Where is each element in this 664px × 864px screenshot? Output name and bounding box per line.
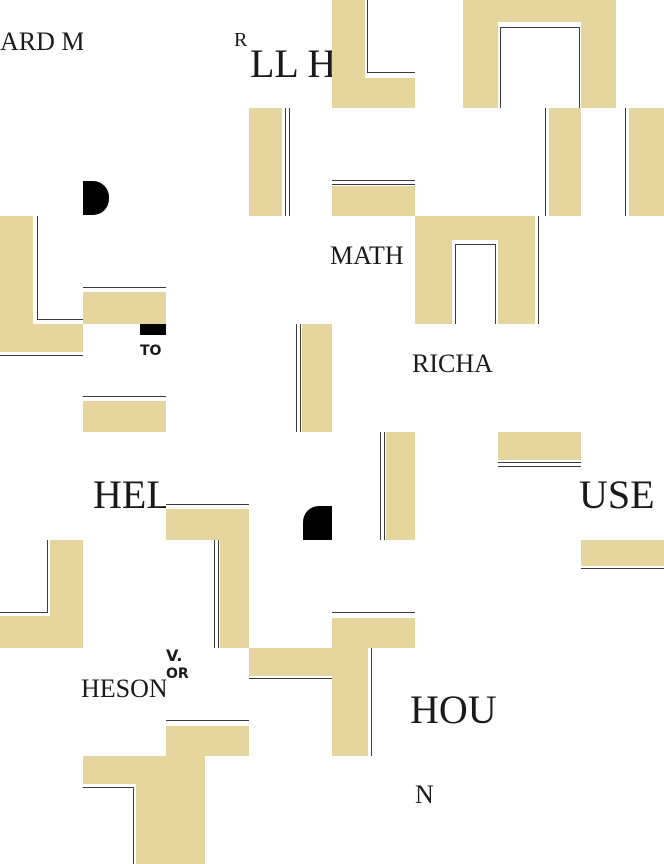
logo-fragment-icon — [303, 506, 332, 540]
border-fragment — [83, 401, 166, 432]
border-line — [83, 787, 133, 788]
border-line — [166, 504, 249, 505]
border-fragment — [549, 108, 581, 216]
border-line — [495, 244, 496, 324]
border-line — [332, 184, 415, 185]
border-fragment — [249, 648, 332, 676]
border-line — [498, 462, 581, 463]
logo-fragment-icon — [140, 323, 166, 335]
tile-text-n[interactable]: N — [415, 782, 434, 808]
border-line — [166, 720, 249, 721]
border-line — [37, 319, 83, 320]
border-line — [500, 27, 501, 108]
border-line — [47, 540, 48, 612]
border-fragment — [498, 216, 535, 324]
border-line — [37, 216, 38, 319]
border-fragment — [386, 432, 415, 540]
border-fragment — [498, 432, 581, 460]
logo-fragment-to: TO — [140, 344, 162, 358]
border-fragment — [0, 324, 83, 352]
border-line — [332, 612, 415, 613]
border-line — [371, 648, 372, 756]
border-fragment — [629, 108, 664, 216]
border-line — [249, 678, 332, 679]
tile-text-hou[interactable]: HOU — [410, 690, 497, 730]
border-line — [498, 466, 581, 467]
border-line — [218, 540, 219, 648]
border-fragment — [332, 78, 415, 108]
border-fragment — [463, 0, 498, 108]
border-fragment — [220, 540, 249, 648]
border-line — [579, 27, 580, 108]
border-fragment — [249, 108, 282, 216]
border-line — [83, 396, 166, 397]
tile-text-use[interactable]: USE — [579, 475, 655, 515]
border-line — [133, 787, 134, 864]
border-fragment — [136, 756, 205, 864]
border-line — [455, 244, 456, 324]
border-fragment — [581, 540, 664, 566]
border-fragment — [83, 292, 166, 324]
border-fragment — [581, 0, 616, 108]
border-line — [289, 108, 290, 216]
border-fragment — [166, 726, 249, 756]
border-line — [500, 27, 579, 28]
border-line — [545, 108, 546, 216]
tile-text-ll-h[interactable]: LL H — [250, 44, 332, 84]
border-line — [332, 180, 415, 181]
border-fragment — [166, 509, 249, 540]
tile-text-r[interactable]: R — [234, 30, 248, 50]
tile-text-ard-m[interactable]: ARD M — [0, 29, 83, 55]
tile-text-math[interactable]: MATH — [330, 243, 404, 269]
logo-fragment-icon — [83, 181, 109, 215]
border-line — [384, 432, 385, 540]
border-line — [296, 324, 297, 432]
border-line — [0, 612, 48, 613]
border-fragment — [0, 616, 83, 648]
tile-text-richa[interactable]: RICHA — [412, 351, 493, 377]
logo-fragment-or: OR — [166, 667, 189, 681]
border-fragment — [332, 648, 368, 756]
border-fragment — [332, 618, 415, 648]
border-line — [538, 216, 539, 324]
border-fragment — [463, 0, 616, 22]
tile-text-heson[interactable]: HESON — [81, 676, 166, 702]
border-fragment — [302, 324, 332, 432]
border-line — [83, 287, 166, 288]
border-fragment — [415, 216, 452, 324]
border-line — [367, 72, 415, 73]
logo-fragment-v: V. — [166, 648, 183, 664]
border-line — [367, 0, 368, 72]
tile-text-hel[interactable]: HEL — [93, 475, 166, 515]
border-line — [214, 540, 215, 648]
border-line — [380, 432, 381, 540]
border-fragment — [332, 186, 415, 216]
border-line — [300, 324, 301, 432]
border-line — [625, 108, 626, 216]
border-line — [581, 568, 664, 569]
border-line — [285, 108, 286, 216]
border-line — [455, 244, 495, 245]
border-line — [0, 355, 83, 356]
